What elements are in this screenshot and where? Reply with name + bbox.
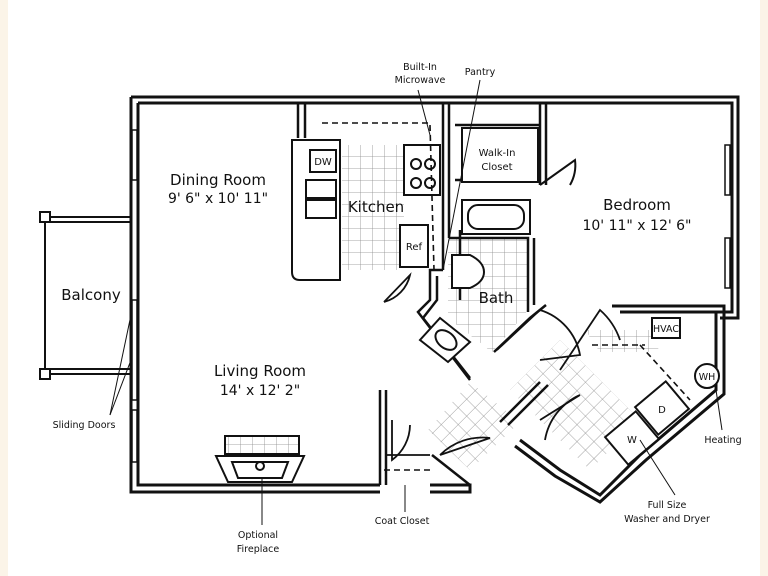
washer-dryer-callout-line2: Washer and Dryer bbox=[624, 514, 710, 525]
microwave-callout-line2: Microwave bbox=[395, 75, 446, 86]
sliding-doors-callout: Sliding Doors bbox=[53, 420, 116, 431]
coat-closet-callout: Coat Closet bbox=[375, 516, 430, 527]
hvac-label: HVAC bbox=[653, 324, 679, 335]
callout-leaders bbox=[109, 79, 723, 525]
walk-in-closet-label-line1: Walk-In bbox=[479, 148, 516, 159]
entry-tile-floor bbox=[428, 382, 520, 470]
hall-tile-floor bbox=[585, 330, 660, 352]
walk-in-closet-label-line2: Closet bbox=[481, 162, 512, 173]
fireplace-callout-line2: Fireplace bbox=[237, 544, 280, 555]
balcony-label: Balcony bbox=[61, 286, 121, 304]
fireplace bbox=[214, 435, 306, 483]
bath-fixtures bbox=[418, 199, 531, 364]
balcony bbox=[39, 211, 131, 380]
living-room-dimensions: 14' x 12' 2" bbox=[220, 383, 300, 399]
bath-label: Bath bbox=[479, 289, 514, 307]
bedroom-label: Bedroom bbox=[603, 196, 671, 214]
fireplace-callout-line1: Optional bbox=[238, 530, 278, 541]
washer-label: W bbox=[627, 435, 637, 446]
bedroom-dimensions: 10' 11" x 12' 6" bbox=[582, 218, 691, 234]
heating-callout: Heating bbox=[704, 435, 741, 446]
door-swings bbox=[383, 272, 621, 462]
exterior-walls bbox=[129, 95, 740, 504]
laundry-fixtures bbox=[603, 317, 720, 467]
dishwasher-label: DW bbox=[314, 157, 332, 168]
windows bbox=[131, 129, 731, 463]
dryer-label: D bbox=[658, 405, 666, 416]
microwave-dashed-outline bbox=[322, 122, 435, 271]
dining-room-dimensions: 9' 6" x 10' 11" bbox=[168, 191, 268, 207]
water-heater-label: WH bbox=[699, 372, 716, 383]
kitchen-tile-floor bbox=[342, 145, 404, 270]
living-room-label: Living Room bbox=[214, 362, 306, 380]
pantry-callout: Pantry bbox=[465, 67, 496, 78]
laundry-dashed-outline bbox=[592, 344, 691, 401]
kitchen-label: Kitchen bbox=[348, 198, 404, 216]
refrigerator-label: Ref bbox=[406, 242, 423, 253]
dining-room-label: Dining Room bbox=[170, 171, 266, 189]
kitchen-counters bbox=[291, 139, 441, 281]
microwave-callout-line1: Built-In bbox=[403, 62, 437, 73]
washer-dryer-callout-line1: Full Size bbox=[648, 500, 687, 511]
walk-in-closet bbox=[461, 127, 577, 186]
